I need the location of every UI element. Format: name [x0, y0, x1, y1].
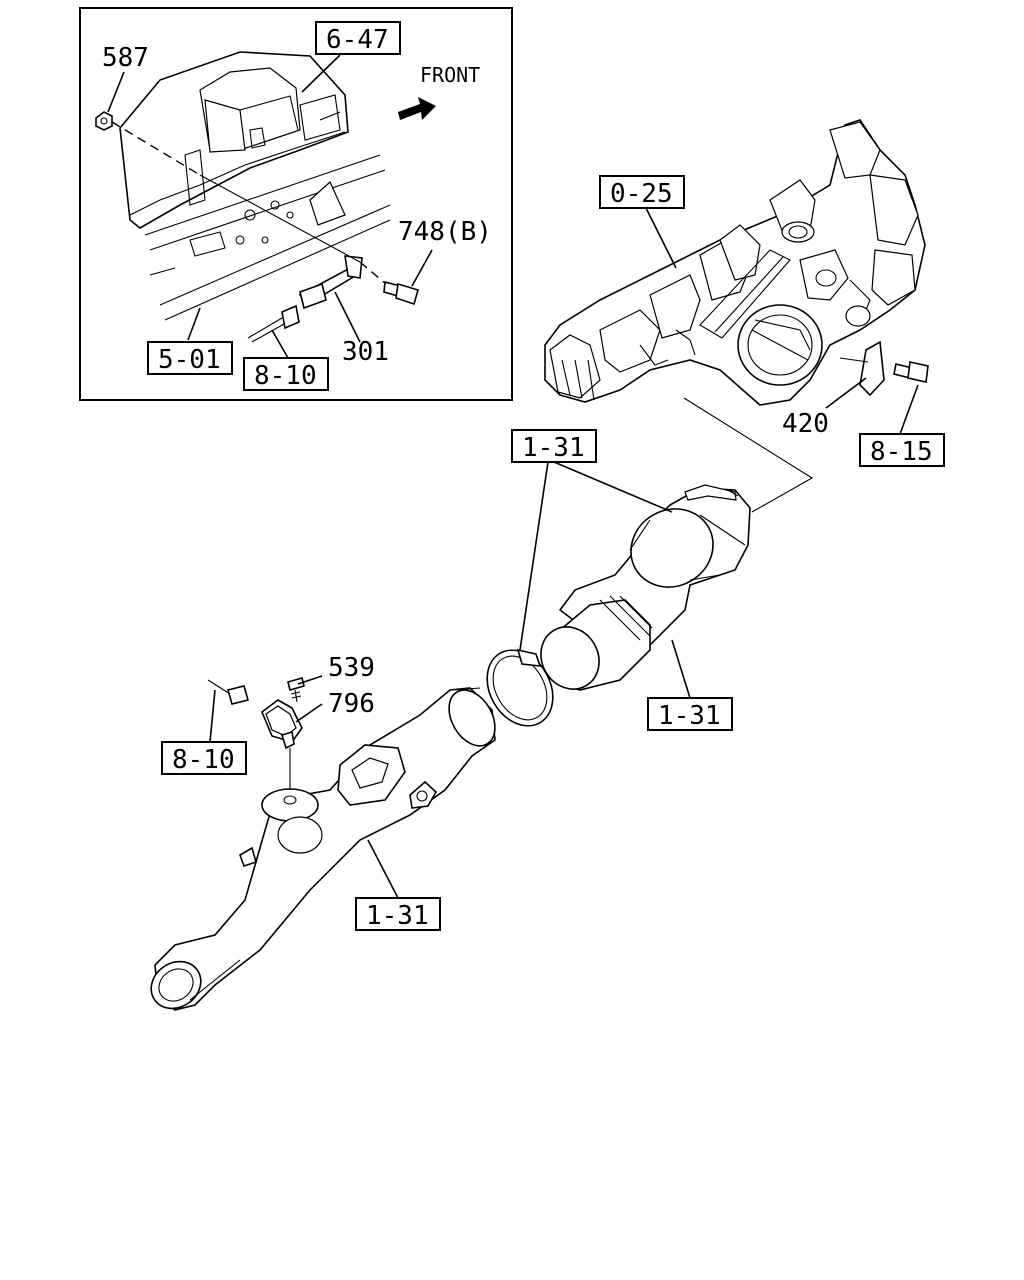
engine-cover-drawing [119, 51, 349, 229]
hose-clamp-drawing [486, 648, 554, 727]
label-587: 587 [102, 43, 149, 73]
bolt-748b-drawing [383, 280, 419, 306]
ref-1-31-top-text: 1-31 [522, 433, 585, 463]
label-748b: 748(B) [398, 217, 492, 247]
ref-8-10-main-text: 8-10 [172, 745, 235, 775]
screw-539-drawing [287, 677, 305, 703]
sensor-796-drawing [261, 699, 303, 790]
nut-587-drawing [95, 111, 113, 131]
bracket-301-drawing [247, 255, 363, 343]
ref-1-31-mid-text: 1-31 [658, 701, 721, 731]
intake-pipe-drawing [150, 687, 496, 1011]
ref-box-5-01[interactable]: 5-01 [147, 341, 233, 375]
ref-6-47-text: 6-47 [326, 25, 389, 55]
label-539: 539 [328, 653, 375, 683]
bracket-420-drawing [839, 340, 929, 397]
ref-box-8-15[interactable]: 8-15 [859, 433, 945, 467]
inset-panel: FRONT 587 748(B) 301 6-47 5-01 8-10 [79, 7, 513, 401]
ref-box-1-31-bottom[interactable]: 1-31 [355, 897, 441, 931]
ref-0-25-text: 0-25 [610, 179, 673, 209]
connector-8-10-drawing [207, 679, 249, 705]
ref-box-1-31-mid[interactable]: 1-31 [647, 697, 733, 731]
front-label: FRONT [420, 63, 480, 87]
label-420: 420 [782, 409, 829, 439]
ref-box-8-10-inset[interactable]: 8-10 [243, 357, 329, 391]
ref-box-8-10-main[interactable]: 8-10 [161, 741, 247, 775]
label-796: 796 [328, 689, 375, 719]
ref-1-31-bottom-text: 1-31 [366, 901, 429, 931]
intake-manifold-drawing [544, 119, 926, 406]
front-arrow-icon [398, 97, 436, 120]
ref-8-10-inset-text: 8-10 [254, 361, 317, 391]
ref-box-6-47[interactable]: 6-47 [315, 21, 401, 55]
duct-elbow-drawing [540, 484, 751, 691]
label-301: 301 [342, 337, 389, 367]
ref-box-1-31-top[interactable]: 1-31 [511, 429, 597, 463]
ref-box-0-25[interactable]: 0-25 [599, 175, 685, 209]
ref-8-15-text: 8-15 [870, 437, 933, 467]
frame-drawing [144, 154, 391, 321]
ref-5-01-text: 5-01 [158, 345, 221, 375]
